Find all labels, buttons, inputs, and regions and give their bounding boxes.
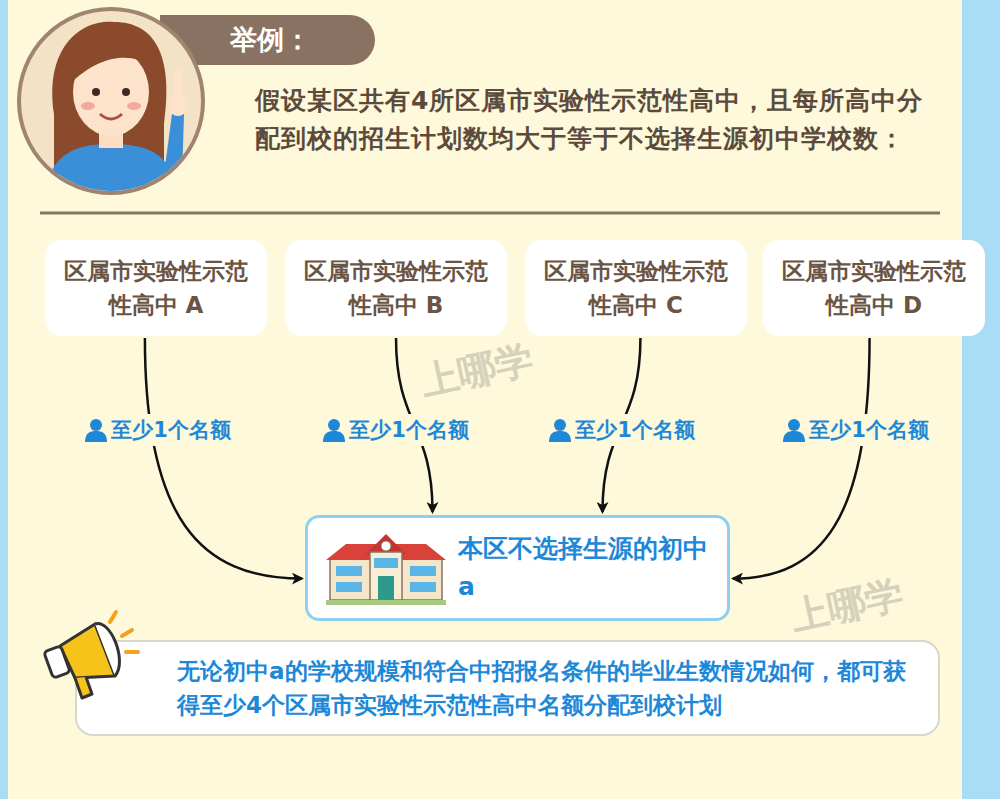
edge-label: 至少1个名额: [545, 414, 699, 446]
school-icon: [326, 530, 446, 606]
person-icon: [323, 418, 345, 442]
person-icon: [549, 418, 571, 442]
quota-label: 至少1个名额: [809, 416, 929, 444]
node-text: 区属市实验性示范性高中 C: [541, 254, 731, 322]
connector-arrow: [145, 338, 302, 579]
quota-label: 至少1个名额: [575, 416, 695, 444]
node-text: 无论初中a的学校规模和符合中招报名条件的毕业生数情况如何，都可获得至少4个区属市…: [177, 654, 914, 722]
megaphone-icon: [40, 606, 140, 706]
note-callout: 无论初中a的学校规模和符合中招报名条件的毕业生数情况如何，都可获得至少4个区属市…: [75, 640, 940, 736]
quota-label: 至少1个名额: [111, 416, 231, 444]
node-text: 举例：: [230, 23, 365, 57]
connector-arrow: [733, 338, 870, 579]
edge-label: 至少1个名额: [81, 414, 235, 446]
junior-school-box: 本区不选择生源的初中 a: [305, 515, 730, 621]
divider-line: [40, 212, 940, 215]
node-text: 区属市实验性示范性高中 B: [301, 254, 491, 322]
node-text: 区属市实验性示范性高中 D: [779, 254, 969, 322]
edge-label: 至少1个名额: [779, 414, 933, 446]
person-icon: [85, 418, 107, 442]
person-icon: [783, 418, 805, 442]
quota-label: 至少1个名额: [349, 416, 469, 444]
node-text: 区属市实验性示范性高中 A: [61, 254, 251, 322]
avatar-illustration: [14, 4, 209, 199]
edge-label: 至少1个名额: [319, 414, 473, 446]
school-box: 区属市实验性示范性高中 A: [45, 240, 267, 336]
school-box: 区属市实验性示范性高中 C: [525, 240, 747, 336]
school-box: 区属市实验性示范性高中 B: [285, 240, 507, 336]
node-text: 本区不选择生源的初中 a: [458, 530, 709, 606]
school-box: 区属市实验性示范性高中 D: [763, 240, 985, 336]
intro-paragraph: 假设某区共有4所区属市实验性示范性高中，且每所高中分配到校的招生计划数均大于等于…: [255, 82, 935, 158]
